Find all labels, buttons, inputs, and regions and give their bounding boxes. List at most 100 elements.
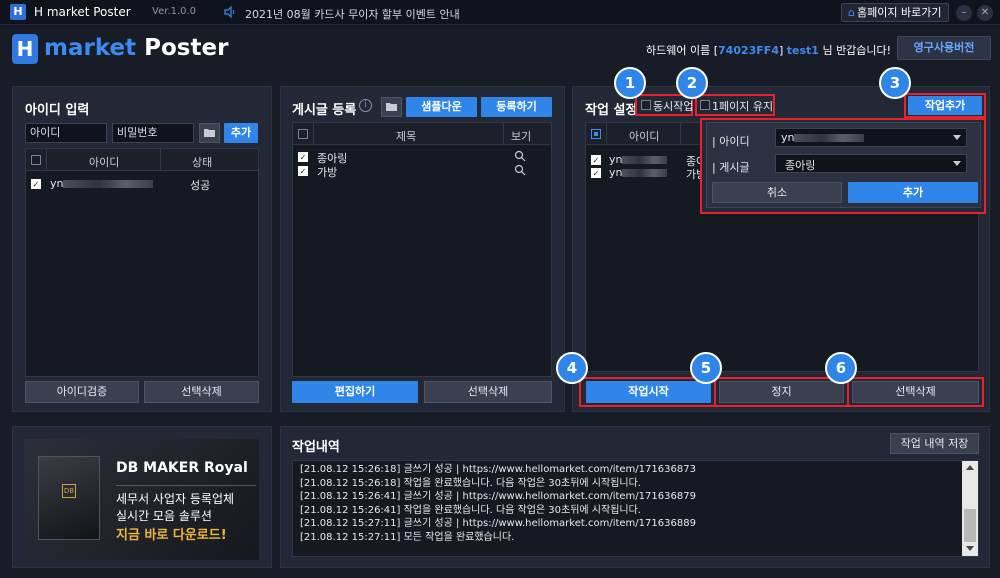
ad-product-name: DB MAKER Royal <box>116 460 248 476</box>
product-logo-icon: DB <box>62 484 76 498</box>
post-row-checkbox[interactable]: ✓ <box>298 166 308 176</box>
keep-page-checkbox[interactable] <box>700 100 710 110</box>
task-delete-button[interactable]: 선택삭제 <box>852 381 979 403</box>
brand-name: market Poster <box>44 35 228 61</box>
info-icon[interactable]: i <box>359 99 372 112</box>
ad-cta[interactable]: 지금 바로 다운로드! <box>116 528 227 543</box>
button-divider <box>847 378 849 406</box>
log-box <box>292 460 979 557</box>
task-id-col-header: 아이디 <box>629 130 660 143</box>
password-input[interactable]: 비밀번호 <box>112 123 194 143</box>
homepage-button[interactable]: ⌂홈페이지 바로가기 <box>841 3 949 22</box>
post-row-title: 종아링 <box>317 152 348 165</box>
scroll-up-arrow-icon[interactable] <box>966 465 974 470</box>
close-button[interactable]: ✕ <box>977 5 993 21</box>
popup-post-select[interactable] <box>775 154 967 173</box>
minimize-button[interactable]: – <box>956 5 972 21</box>
post-select-all-checkbox[interactable] <box>298 129 308 139</box>
id-select-all-checkbox[interactable] <box>31 155 41 165</box>
brand-name-part1: market <box>44 35 137 61</box>
user-name: test1 <box>786 44 819 57</box>
id-col-header: 아이디 <box>89 156 120 169</box>
homepage-button-label: 홈페이지 바로가기 <box>856 6 942 19</box>
id-panel-title: 아이디 입력 <box>25 103 90 118</box>
edit-button[interactable]: 편집하기 <box>292 381 418 403</box>
home-icon: ⌂ <box>848 6 855 19</box>
task-col-divider <box>680 123 681 145</box>
app-version: Ver.1.0.0 <box>152 6 197 17</box>
post-col-divider <box>503 123 504 145</box>
brand-name-part2: Poster <box>144 35 229 61</box>
hw-prefix: 하드웨어 이름 [ <box>646 44 719 57</box>
task-row-blurred <box>622 169 667 177</box>
product-box-image <box>38 456 100 540</box>
id-row-checkbox[interactable]: ✓ <box>31 179 41 189</box>
folder-button[interactable] <box>199 123 220 143</box>
callout-badge-3: 3 <box>879 67 911 99</box>
concurrent-checkbox[interactable] <box>641 100 651 110</box>
post-delete-button[interactable]: 선택삭제 <box>424 381 552 403</box>
brand-logo-icon: H <box>12 34 38 64</box>
callout-badge-1: 1 <box>614 67 646 99</box>
id-add-button[interactable]: 추가 <box>224 123 258 143</box>
task-row-checkbox[interactable]: ✓ <box>591 168 601 178</box>
verify-id-button[interactable]: 아이디검증 <box>25 381 139 403</box>
post-register-button[interactable]: 등록하기 <box>481 97 552 117</box>
save-log-button[interactable]: 작업 내역 저장 <box>890 433 979 454</box>
post-folder-button[interactable] <box>381 97 402 117</box>
view-search-icon[interactable] <box>514 150 526 162</box>
post-row-checkbox[interactable]: ✓ <box>298 152 308 162</box>
task-table-header <box>586 123 706 145</box>
popup-cancel-button[interactable]: 취소 <box>712 182 842 203</box>
post-title-col-header: 제목 <box>396 130 417 143</box>
license-button[interactable]: 영구사용버전 <box>897 36 991 60</box>
speaker-icon <box>224 6 236 18</box>
popup-id-value: yn <box>781 131 795 144</box>
post-view-col-header: 보기 <box>511 130 532 143</box>
id-row-id: yn <box>50 177 64 190</box>
chevron-down-icon <box>953 135 961 140</box>
ad-line2: 실시간 모음 솔루션 <box>116 509 212 523</box>
task-row-checkbox[interactable]: ✓ <box>591 155 601 165</box>
title-bar <box>0 0 1000 25</box>
task-row-id: yn <box>609 153 623 166</box>
id-col-divider <box>160 149 161 171</box>
scroll-down-arrow-icon[interactable] <box>966 546 974 551</box>
hw-id: 74023FF4 <box>718 44 779 57</box>
status-col-header: 상태 <box>192 156 213 169</box>
popup-add-button[interactable]: 추가 <box>848 182 978 203</box>
task-select-all-checkbox[interactable] <box>591 129 601 139</box>
add-task-button[interactable]: 작업추가 <box>908 96 982 115</box>
stop-button[interactable]: 정지 <box>719 381 844 403</box>
view-search-icon[interactable] <box>514 164 526 176</box>
popup-id-label: | 아이디 <box>712 135 750 148</box>
hw-mid: ] <box>778 44 787 57</box>
post-table <box>292 122 552 377</box>
log-line: [21.08.12 15:26:18] 글쓰기 성공 | https://www… <box>300 464 696 475</box>
callout-badge-2: 2 <box>676 67 708 99</box>
popup-id-select[interactable] <box>775 128 967 147</box>
sample-download-button[interactable]: 샘플다운 <box>406 97 477 117</box>
post-col-divider <box>313 123 314 145</box>
concurrent-label: 동시작업 <box>653 100 694 113</box>
concurrent-highlight <box>635 94 693 116</box>
id-delete-button[interactable]: 선택삭제 <box>144 381 259 403</box>
post-table-header <box>293 123 551 145</box>
add-task-highlight <box>904 93 986 118</box>
task-panel-title: 작업 설정 <box>585 103 638 118</box>
ad-divider <box>116 485 256 486</box>
task-row-id: yn <box>609 166 623 179</box>
log-scroll-thumb[interactable] <box>964 509 976 542</box>
task-buttons-highlight <box>579 377 984 407</box>
callout-badge-5: 5 <box>690 352 722 384</box>
notice-text[interactable]: 2021년 08월 카드사 무이자 할부 이벤트 안내 <box>245 8 460 21</box>
post-row-title: 가방 <box>317 166 338 179</box>
id-input[interactable]: 아이디 <box>25 123 107 143</box>
log-line: [21.08.12 15:26:41] 작업을 완료했습니다. 다음 작업은 3… <box>300 504 641 516</box>
chevron-down-icon <box>953 161 961 166</box>
app-logo-icon: H <box>10 4 26 20</box>
id-row-status: 성공 <box>190 179 211 192</box>
hw-suffix: 님 반갑습니다! <box>818 44 892 57</box>
folder-icon <box>204 129 215 137</box>
start-task-button[interactable]: 작업시작 <box>586 381 711 403</box>
